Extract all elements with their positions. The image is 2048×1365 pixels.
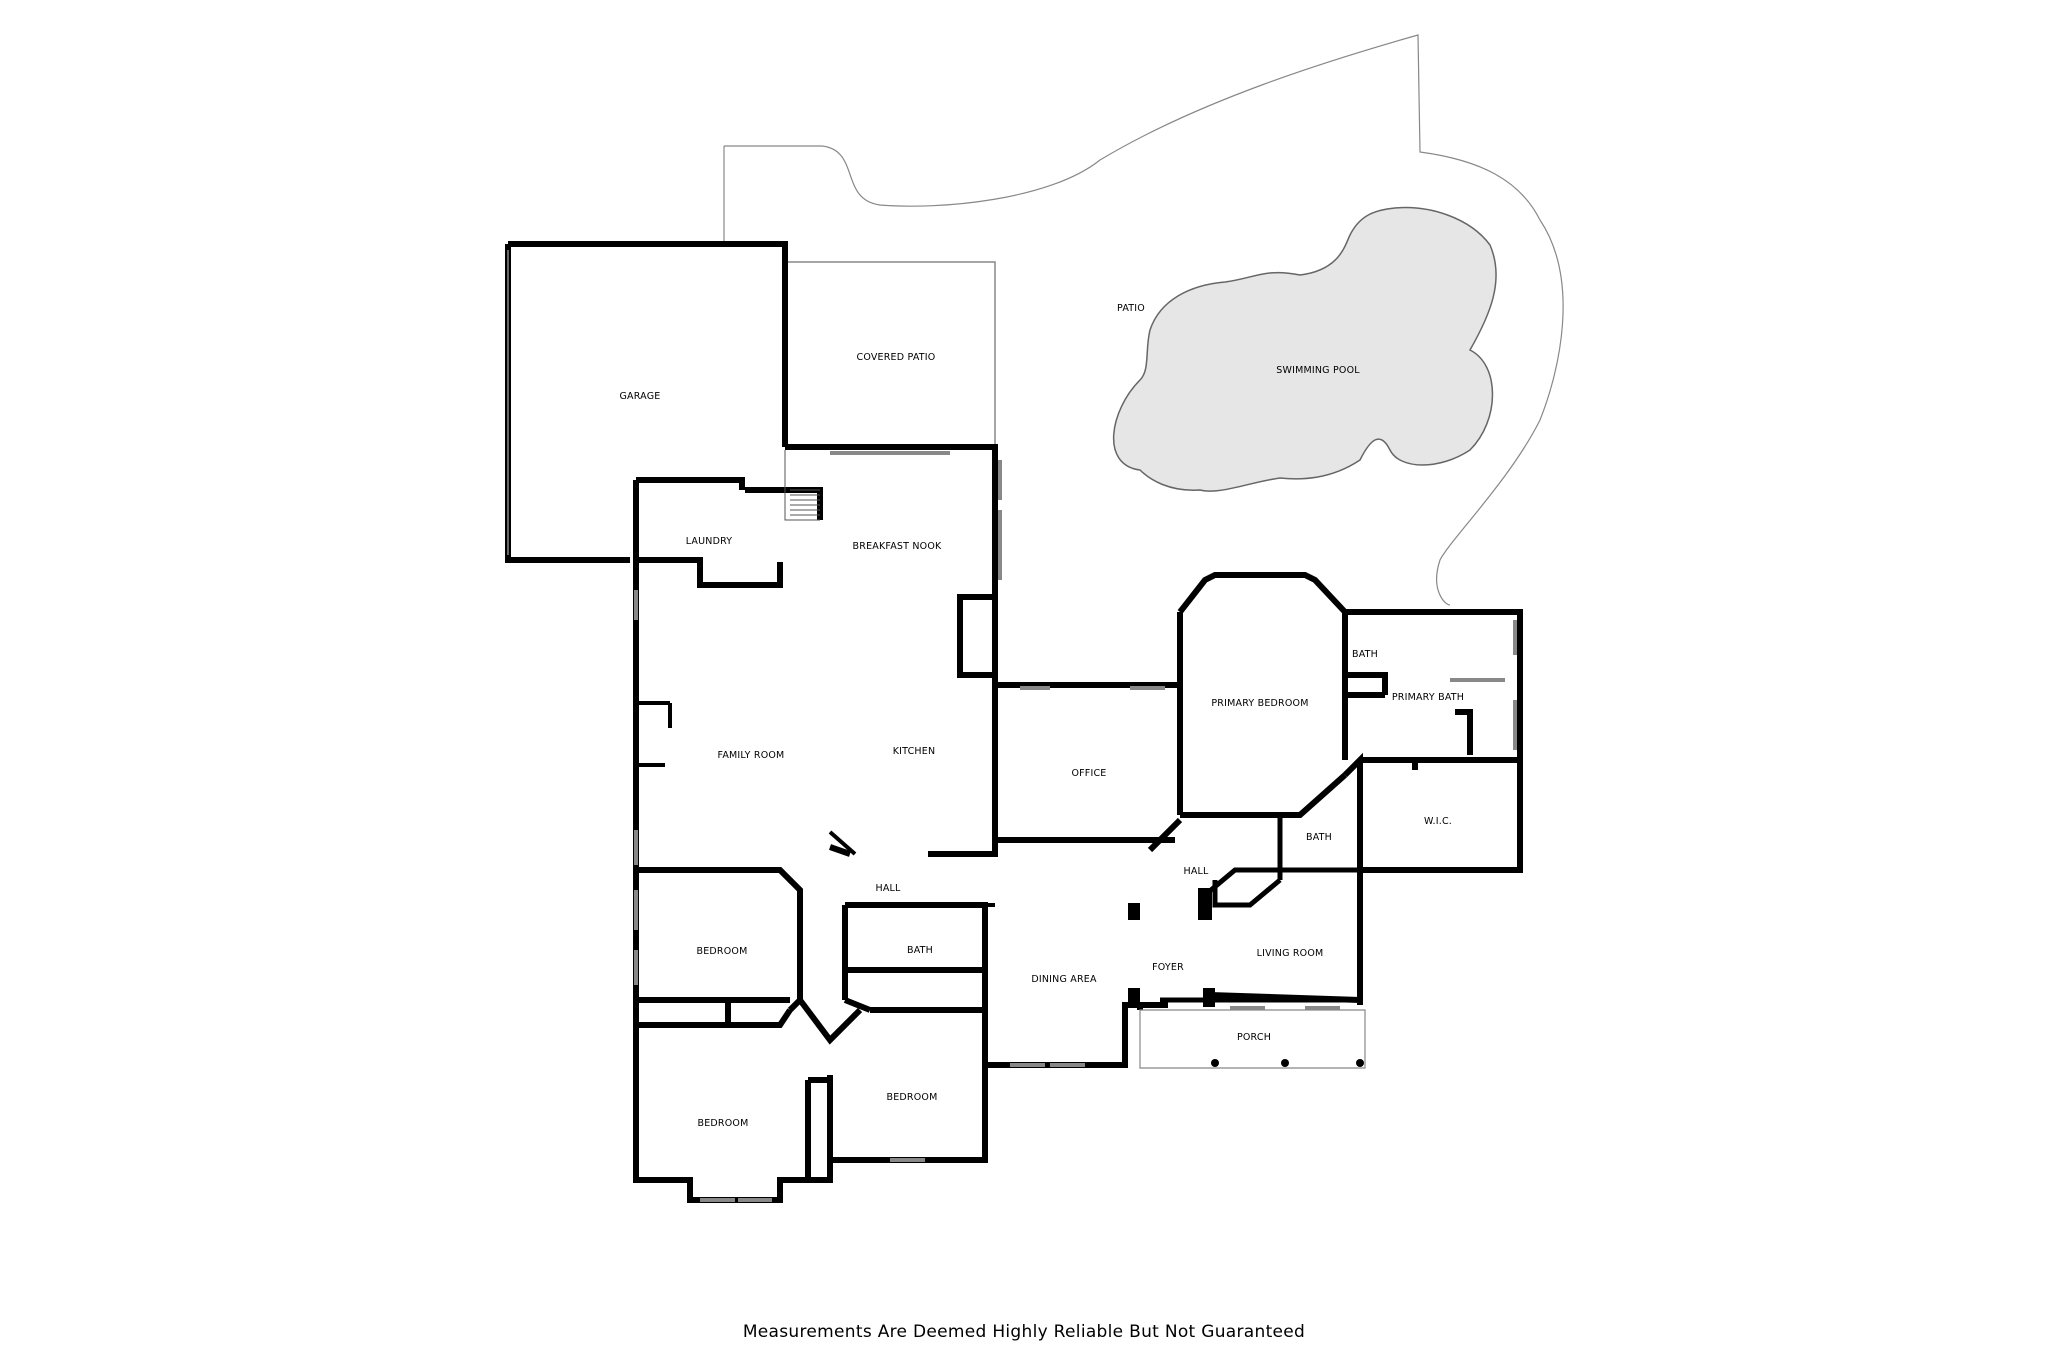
dining-foyer-walls	[985, 888, 1215, 1007]
covered-patio-outline	[787, 261, 996, 447]
windows	[634, 451, 1517, 1202]
living-room-walls	[985, 870, 1363, 1068]
stairs	[784, 450, 820, 521]
room-label-breakfast-nook: BREAKFAST NOOK	[853, 541, 942, 552]
room-label-hall-left: HALL	[875, 883, 901, 894]
room-label-dining-area: DINING AREA	[1031, 974, 1097, 985]
patio-outline	[724, 34, 1564, 606]
lower-bedrooms-walls	[633, 998, 988, 1180]
room-label-wic: W.I.C.	[1424, 816, 1452, 827]
swimming-pool	[1113, 206, 1497, 492]
primary-bedroom-walls	[1177, 572, 1348, 818]
porch-outline	[1139, 1009, 1366, 1069]
disclaimer-text: Measurements Are Deemed Highly Reliable …	[742, 1322, 1306, 1342]
room-label-bath-center: BATH	[907, 945, 933, 956]
room-label-bedroom-1: BEDROOM	[697, 946, 748, 957]
room-label-garage: GARAGE	[620, 391, 661, 402]
room-label-primary-bath: PRIMARY BATH	[1392, 692, 1464, 703]
room-label-foyer: FOYER	[1152, 962, 1184, 973]
laundry-walls	[636, 477, 823, 588]
room-label-covered-patio: COVERED PATIO	[857, 352, 936, 363]
room-label-bath-hall-right: BATH	[1306, 832, 1332, 843]
room-label-porch: PORCH	[1237, 1032, 1271, 1043]
room-label-kitchen: KITCHEN	[893, 746, 936, 757]
hall-bath-walls	[1160, 815, 1363, 1003]
room-label-office: OFFICE	[1071, 768, 1106, 779]
room-label-bedroom-2: BEDROOM	[887, 1092, 938, 1103]
family-room-marks	[636, 701, 857, 856]
room-label-hall-upper: HALL	[1183, 866, 1209, 877]
room-label-bedroom-3: BEDROOM	[698, 1118, 749, 1129]
room-label-family-room: FAMILY ROOM	[718, 750, 785, 761]
porch-column	[1211, 1059, 1219, 1067]
primary-bath-walls	[1342, 609, 1523, 873]
porch-column	[1356, 1059, 1364, 1067]
kitchen-bump	[957, 594, 995, 678]
room-label-primary-bedroom: PRIMARY BEDROOM	[1211, 698, 1308, 709]
room-label-bath-primary-small: BATH	[1352, 649, 1378, 660]
porch-column	[1281, 1059, 1289, 1067]
garage-walls	[505, 241, 788, 563]
room-label-swimming-pool: SWIMMING POOL	[1276, 365, 1360, 376]
room-label-living-room: LIVING ROOM	[1257, 948, 1324, 959]
room-label-laundry: LAUNDRY	[686, 536, 733, 547]
room-label-patio: PATIO	[1117, 303, 1145, 314]
